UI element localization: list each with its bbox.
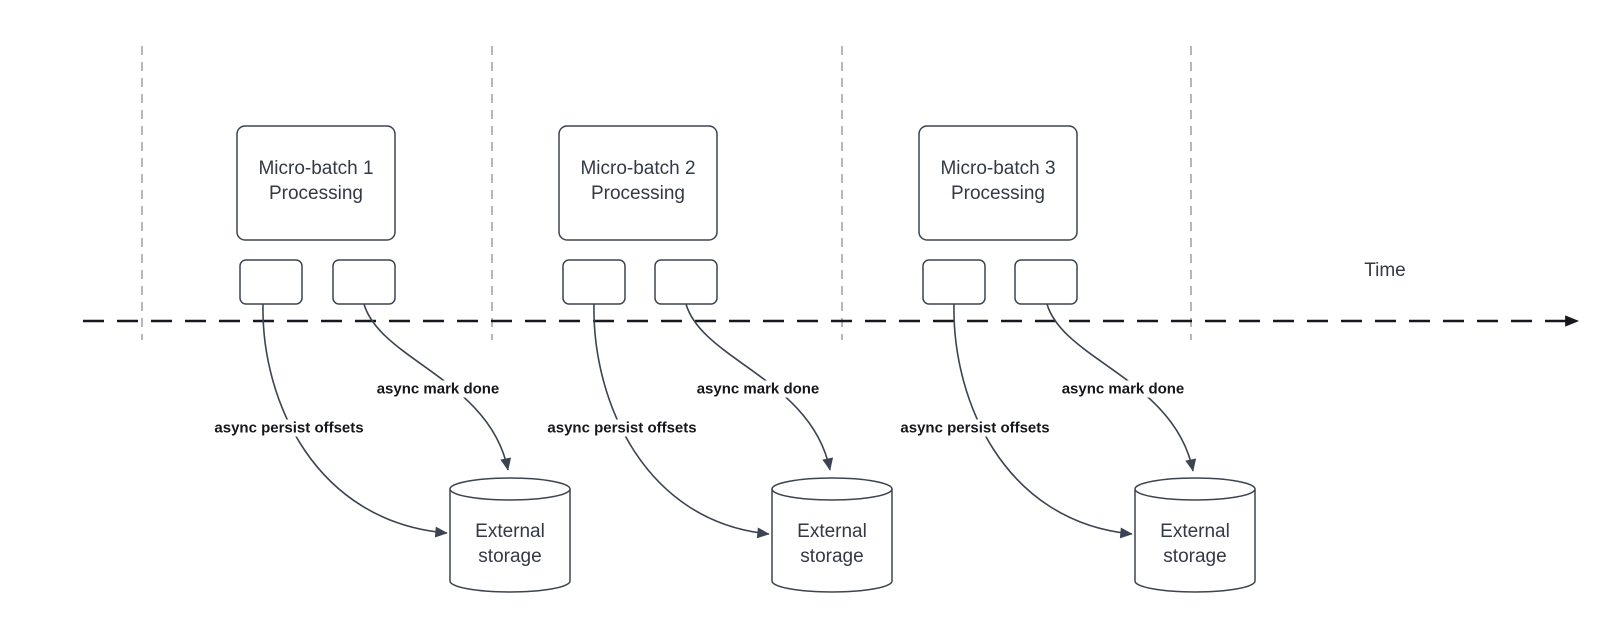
external-storage-label-1-line1: External (475, 521, 545, 542)
micro-batch-3-box (918, 125, 1078, 241)
micro-batch-1-label-line2: Processing (268, 183, 363, 204)
micro-batch-2-label: Micro-batch 2 Processing (580, 156, 695, 206)
external-storage-label-2: External storage (797, 519, 867, 569)
persist-offsets-arrow-1 (262, 303, 448, 538)
micro-batch-3-label-line2: Processing (950, 183, 1045, 204)
mark-done-arrow-2 (685, 303, 834, 471)
async-mark-done-box-3 (1014, 259, 1078, 305)
external-storage-cylinder-1 (449, 477, 571, 593)
async-persist-box-3 (922, 259, 986, 305)
micro-batch-2-label-line1: Micro-batch 2 (580, 158, 696, 179)
micro-batch-1-label-line1: Micro-batch 1 (258, 158, 374, 179)
mark-done-arrow-1 (363, 303, 512, 471)
async-mark-done-box-1 (332, 259, 396, 305)
external-storage-label-1: External storage (475, 519, 545, 569)
external-storage-label-3-line1: External (1160, 521, 1230, 542)
persist-offsets-arrow-3 (953, 303, 1133, 539)
mark-done-arrow-3 (1046, 303, 1197, 472)
time-axis-label: Time (1364, 260, 1406, 281)
micro-batch-1-box (236, 125, 396, 241)
external-storage-label-2-line2: storage (800, 546, 864, 567)
micro-batch-3-label-line1: Micro-batch 3 (940, 158, 1056, 179)
external-storage-label-2-line1: External (797, 521, 867, 542)
mark-done-label-2: async mark done (693, 380, 823, 398)
persist-offsets-arrow-2 (593, 303, 770, 539)
micro-batch-1-label: Micro-batch 1 Processing (258, 156, 373, 206)
external-storage-cylinder-2 (771, 477, 893, 593)
micro-batch-3-label: Micro-batch 3 Processing (940, 156, 1055, 206)
external-storage-cylinder-3 (1134, 477, 1256, 593)
micro-batch-2-label-line2: Processing (590, 183, 685, 204)
mark-done-label-3: async mark done (1058, 380, 1188, 398)
micro-batch-2-box (558, 125, 718, 241)
persist-offsets-label-1: async persist offsets (211, 419, 367, 437)
mark-done-label-1: async mark done (373, 380, 503, 398)
async-mark-done-box-2 (654, 259, 718, 305)
external-storage-label-1-line2: storage (478, 546, 542, 567)
external-storage-label-3-line2: storage (1163, 546, 1227, 567)
external-storage-label-3: External storage (1160, 519, 1230, 569)
persist-offsets-label-2: async persist offsets (544, 419, 700, 437)
async-persist-box-1 (239, 259, 303, 305)
persist-offsets-label-3: async persist offsets (897, 419, 1053, 437)
async-persist-box-2 (562, 259, 626, 305)
